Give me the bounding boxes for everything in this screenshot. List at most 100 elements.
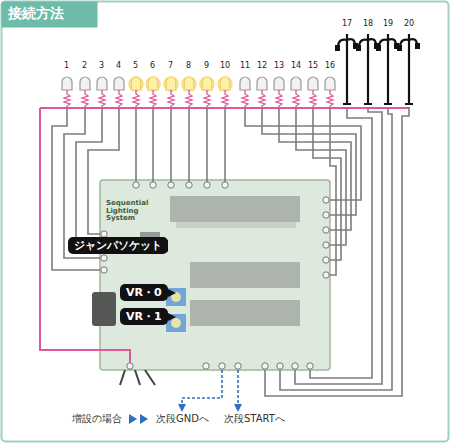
board-silk-text: Sequential Lighting System — [106, 200, 162, 223]
resistor-symbol — [310, 90, 316, 108]
callout-number: 2 — [82, 62, 87, 71]
callout-number: 12 — [257, 62, 267, 71]
led-symbol — [62, 77, 72, 90]
terminal-pin — [219, 363, 225, 369]
callout-number: 7 — [168, 62, 173, 71]
lamp-post-symbol — [400, 34, 417, 104]
wire — [280, 108, 392, 390]
wire — [262, 108, 356, 215]
led-symbol — [148, 77, 158, 90]
callout-text: VR・0 — [126, 286, 162, 299]
terminal-pin — [262, 363, 268, 369]
callout-number: 8 — [186, 62, 191, 71]
callout-number: 15 — [308, 62, 318, 71]
led-glow — [200, 77, 214, 91]
lamp-head — [335, 45, 340, 51]
terminal-pin — [133, 182, 139, 188]
led-symbol — [202, 77, 212, 90]
led-glow — [146, 77, 160, 91]
resistor-symbol — [168, 90, 174, 108]
led-symbol — [80, 77, 90, 90]
lamp-post-symbol — [379, 34, 396, 104]
callout-number: 19 — [383, 20, 393, 29]
led-symbol — [114, 77, 124, 90]
wire — [330, 108, 336, 275]
led-symbol — [274, 77, 284, 90]
resistor-symbol — [116, 90, 122, 108]
callout-number: 16 — [325, 62, 335, 71]
resistor-symbol — [222, 90, 228, 108]
wire — [152, 108, 154, 182]
wire — [135, 108, 137, 182]
terminal-pin — [323, 197, 329, 203]
callout-number: 18 — [363, 20, 373, 29]
callout-number: 13 — [274, 62, 284, 71]
lamp-head — [415, 43, 420, 49]
resistor-symbol — [150, 90, 156, 108]
terminal-pin — [235, 363, 241, 369]
terminal-pin — [168, 182, 174, 188]
led-glow — [129, 77, 143, 91]
resistor-symbol — [276, 90, 282, 108]
callout-number: 20 — [404, 20, 414, 29]
led-glow — [218, 77, 232, 91]
wire — [206, 108, 208, 182]
wire — [295, 108, 382, 384]
resistor-symbol — [133, 90, 139, 108]
led-symbol — [97, 77, 107, 90]
terminal-pin — [203, 363, 209, 369]
led-symbol — [308, 77, 318, 90]
callout-text: VR・1 — [126, 310, 162, 323]
lamp-head — [397, 45, 402, 51]
terminal-pin — [222, 182, 228, 188]
resistor-symbol — [242, 90, 248, 108]
lamp-post-symbol — [338, 34, 355, 104]
wire — [64, 108, 100, 258]
lamp-head — [376, 45, 381, 51]
led-symbol — [166, 77, 176, 90]
led-symbol — [240, 77, 250, 90]
led-symbol — [131, 77, 141, 90]
wire — [296, 108, 346, 245]
led-symbol — [291, 77, 301, 90]
led-symbol — [184, 77, 194, 90]
callout-number: 11 — [240, 62, 250, 71]
resistor-symbol — [293, 90, 299, 108]
callout-number: 10 — [220, 62, 230, 71]
callout-number: 9 — [204, 62, 209, 71]
callout-number: 3 — [99, 62, 104, 71]
resistor-symbol — [327, 90, 333, 108]
terminal-pin — [101, 255, 107, 261]
signal-name: 次段STARTへ — [224, 413, 285, 424]
led-symbol — [257, 77, 267, 90]
wire — [188, 108, 190, 182]
led-symbol — [220, 77, 230, 90]
terminal-pin — [277, 363, 283, 369]
wire — [76, 108, 102, 246]
wire — [170, 108, 172, 182]
note-text: 増設の場合 — [72, 413, 122, 424]
signal-name: 次段GNDへ — [156, 413, 209, 424]
resistor-symbol — [259, 90, 265, 108]
wire — [265, 108, 409, 396]
resistor-symbol — [186, 90, 192, 108]
led-symbol — [325, 77, 335, 90]
terminal-pin — [307, 363, 313, 369]
terminal-pin — [323, 212, 329, 218]
terminal-pin — [323, 242, 329, 248]
terminal-pin — [186, 182, 192, 188]
terminal-pin — [323, 272, 329, 278]
terminal-pin — [323, 227, 329, 233]
terminal-pin — [150, 182, 156, 188]
callout-box: ジャンパソケット — [68, 237, 168, 254]
callout-number: 17 — [342, 20, 352, 29]
resistor-symbol — [82, 90, 88, 108]
callout-number: 6 — [150, 62, 155, 71]
callout-text: ジャンパソケット — [74, 239, 162, 252]
wire — [224, 108, 226, 182]
callout-number: 1 — [64, 62, 69, 71]
callout-number: 4 — [116, 62, 121, 71]
callout-box: VR・1 — [120, 308, 168, 325]
wire — [310, 108, 372, 378]
